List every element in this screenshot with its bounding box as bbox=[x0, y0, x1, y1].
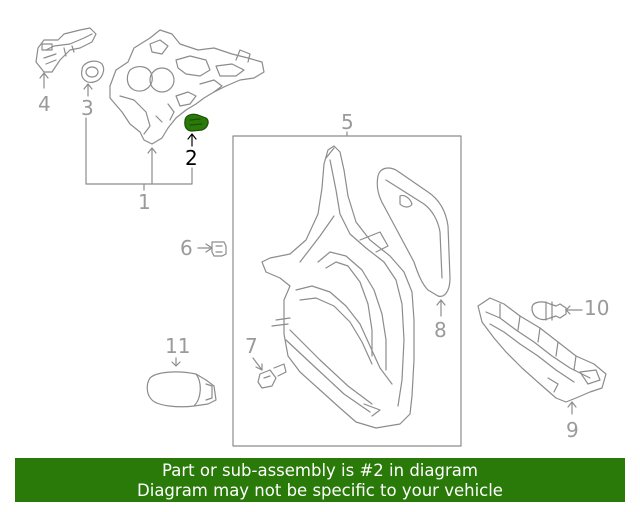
leaders-mid bbox=[436, 299, 446, 317]
leaders-upper bbox=[39, 72, 197, 191]
callout-1[interactable]: 1 bbox=[138, 190, 151, 214]
callout-8[interactable]: 8 bbox=[434, 318, 447, 342]
callout-11[interactable]: 11 bbox=[165, 334, 191, 358]
callout-3[interactable]: 3 bbox=[81, 96, 94, 120]
callout-9[interactable]: 9 bbox=[566, 418, 579, 442]
part-2-clip-highlighted bbox=[184, 113, 209, 132]
part-5-quarter-trim bbox=[261, 145, 415, 429]
callout-4[interactable]: 4 bbox=[38, 92, 51, 116]
part-8-pad bbox=[376, 167, 451, 297]
callout-7[interactable]: 7 bbox=[245, 334, 258, 358]
leader-9 bbox=[567, 401, 577, 415]
part-4-bracket bbox=[35, 27, 97, 73]
part-10-push-clip bbox=[531, 301, 583, 321]
banner-line-2: Diagram may not be specific to your vehi… bbox=[137, 481, 503, 500]
callout-10[interactable]: 10 bbox=[584, 296, 610, 320]
part-9-rail bbox=[477, 297, 607, 403]
callout-5[interactable]: 5 bbox=[341, 110, 354, 134]
info-banner: Part or sub-assembly is #2 in diagram Di… bbox=[15, 458, 625, 502]
banner-line-1: Part or sub-assembly is #2 in diagram bbox=[162, 461, 478, 480]
part-7-screw bbox=[252, 357, 287, 389]
part-1-upper-trim bbox=[109, 29, 265, 145]
part-3-cap bbox=[81, 60, 105, 83]
callout-6[interactable]: 6 bbox=[180, 236, 193, 260]
callout-2[interactable]: 2 bbox=[185, 146, 198, 170]
part-11-lamp bbox=[146, 357, 217, 408]
part-6-clip bbox=[197, 241, 227, 257]
